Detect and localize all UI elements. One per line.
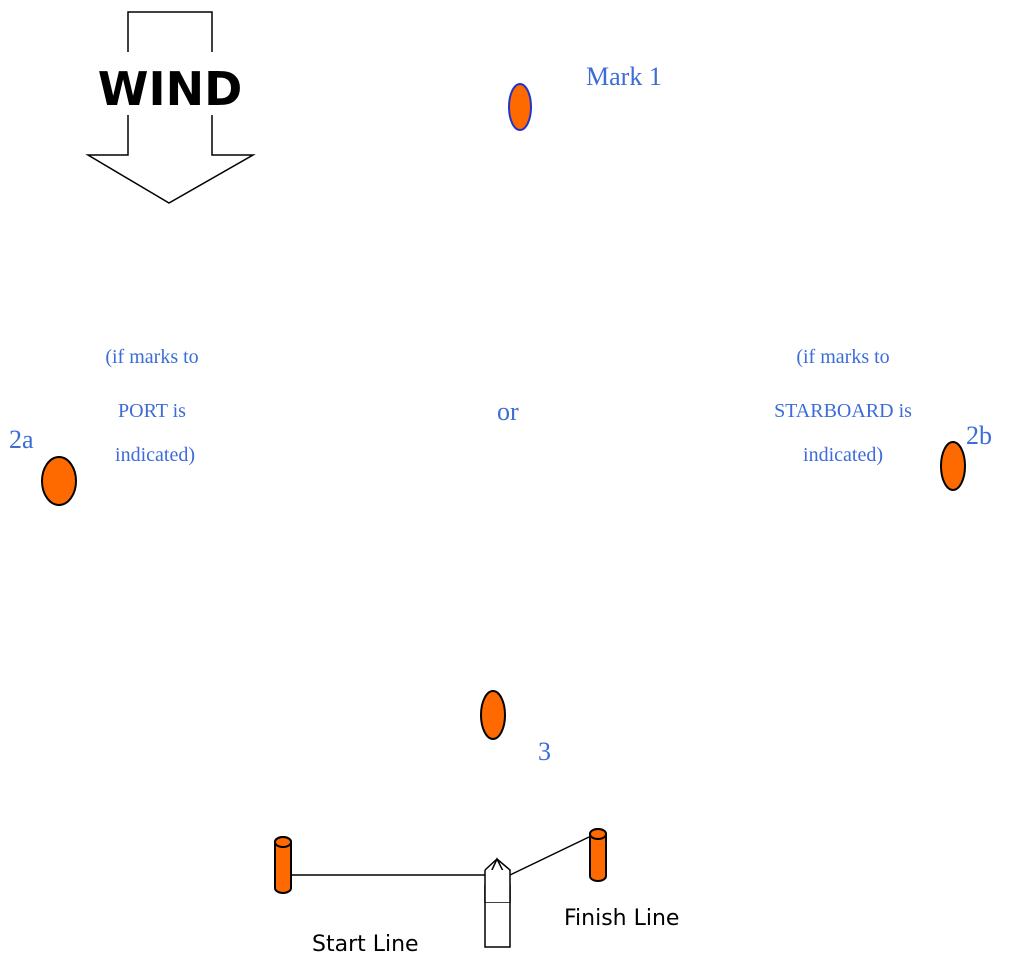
port-note-line-3: indicated) xyxy=(115,444,195,466)
wind-label: WIND xyxy=(98,62,243,116)
mark-2a-buoy xyxy=(41,456,77,506)
mark-2a-label: 2a xyxy=(9,425,34,454)
starboard-note: (if marks to STARBOARD is indicated) xyxy=(774,346,912,466)
finish-line xyxy=(509,836,590,876)
port-note-line-2: PORT is xyxy=(118,400,186,422)
start-pin-buoy xyxy=(274,836,292,894)
mark-2b-buoy xyxy=(940,441,966,491)
wind-arrow: WIND xyxy=(85,11,256,204)
start-line-label: Start Line xyxy=(312,932,419,957)
mark-2b-label: 2b xyxy=(966,421,992,450)
finish-pin-buoy xyxy=(589,828,607,882)
finish-line-label: Finish Line xyxy=(564,906,679,931)
wind-arrow-outline xyxy=(85,115,256,204)
starboard-note-line-1: (if marks to xyxy=(796,346,889,368)
mark-1-buoy xyxy=(508,83,532,131)
or-label: or xyxy=(497,397,519,426)
starboard-note-line-2: STARBOARD is xyxy=(774,400,912,422)
mark-1-label: Mark 1 xyxy=(586,62,662,91)
wind-arrow-shaft-top xyxy=(127,11,213,52)
port-note-line-1: (if marks to xyxy=(105,346,198,368)
mark-3-buoy xyxy=(480,690,506,740)
mark-3-label: 3 xyxy=(538,737,551,766)
starboard-note-line-3: indicated) xyxy=(803,444,883,466)
port-note: (if marks to PORT is indicated) xyxy=(105,346,198,466)
